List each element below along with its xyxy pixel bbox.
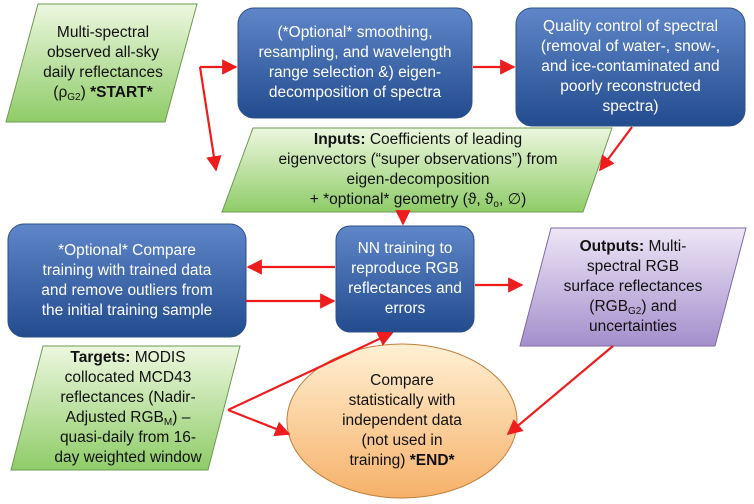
edge-outputs-to-end (506, 345, 614, 435)
inputs-node-shape (221, 127, 613, 213)
nn-training-node-shape (335, 225, 475, 333)
edge-targets-to-end (227, 408, 291, 437)
optional-compare-node-shape (7, 223, 247, 338)
edge-targets-to-nn (227, 331, 394, 411)
edge-quality-to-inputs (599, 126, 633, 172)
targets-node-shape (10, 345, 241, 471)
outputs-node-shape (519, 227, 747, 347)
start-node-shape (5, 3, 198, 123)
edge-start-to-inputs (198, 66, 222, 172)
optional-smoothing-node-shape (237, 7, 473, 119)
quality-control-node-shape (515, 7, 746, 127)
